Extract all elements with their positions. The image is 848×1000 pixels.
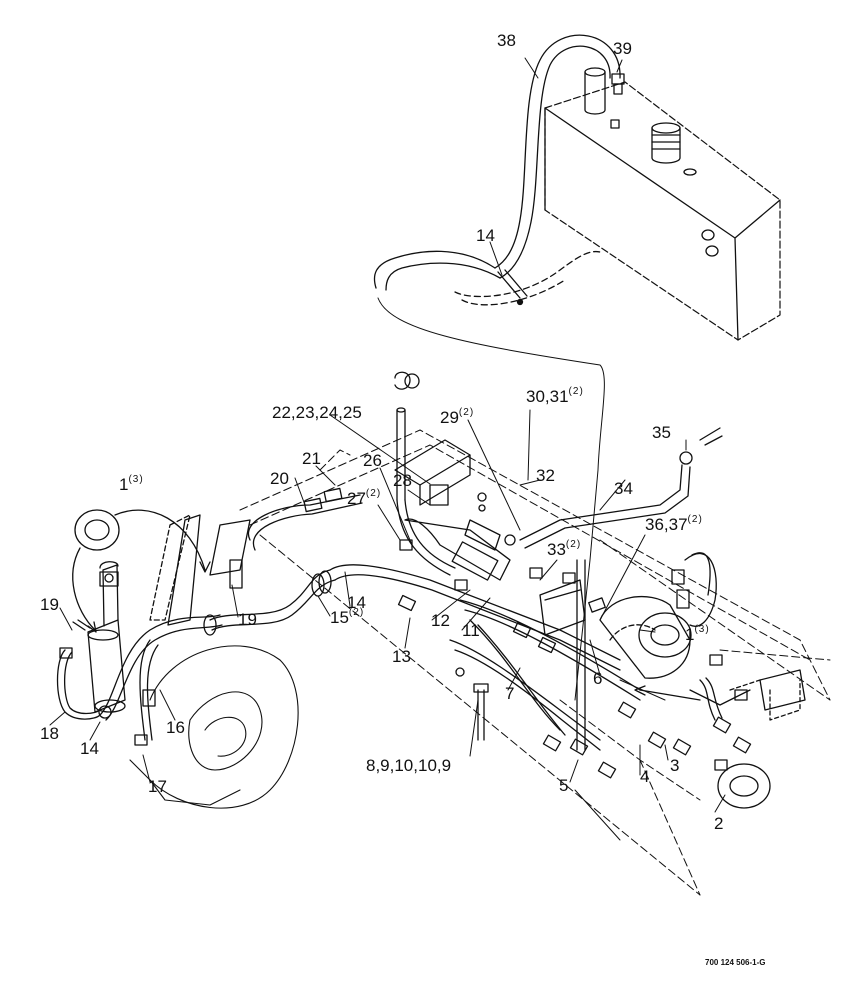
- callout-1-left: 1(3): [119, 474, 144, 494]
- hose-fittings: [303, 487, 692, 779]
- callout-6: 6: [593, 669, 603, 688]
- callout-4: 4: [640, 767, 650, 786]
- wheel-outline: [129, 645, 299, 809]
- callout-19-right: 19: [238, 610, 257, 629]
- callout-33: 33(2): [547, 539, 582, 559]
- callout-15: 15(2): [330, 607, 365, 627]
- hydraulic-cylinder: [87, 561, 126, 719]
- callout-35: 35: [652, 423, 671, 442]
- callout-8-9-10: 8,9,10,10,9: [366, 756, 452, 775]
- callout-14-bottom: 14: [80, 739, 99, 758]
- fitting-39: [611, 73, 625, 95]
- valve-manifold: [394, 439, 586, 636]
- callout-3: 3: [670, 756, 680, 775]
- callout-39: 39: [613, 39, 632, 58]
- callout-20: 20: [270, 469, 289, 488]
- callout-28: 28: [393, 471, 412, 490]
- cylinder-upper: [149, 514, 251, 626]
- frame-outline: [239, 429, 831, 896]
- callout-1-right: 1(3): [685, 624, 710, 644]
- callout-34: 34: [614, 479, 633, 498]
- motor-assembly: [599, 552, 717, 679]
- seal-ring-callouts: [72, 509, 771, 809]
- reservoir-tank: [544, 67, 781, 341]
- callout-36-37: 36,37(2): [645, 514, 703, 534]
- callout-12: 12: [431, 611, 450, 630]
- leader-lines: [49, 57, 726, 813]
- callout-7: 7: [505, 684, 515, 703]
- callout-14-top: 14: [476, 226, 495, 245]
- callout-27: 27(2): [347, 488, 382, 508]
- hose-bundle: [209, 494, 641, 751]
- callout-29: 29(2): [440, 407, 475, 427]
- return-hose-38: [373, 34, 621, 306]
- callout-30-31: 30,31(2): [526, 386, 584, 406]
- callout-32: 32: [536, 466, 555, 485]
- callout-19-left: 19: [40, 595, 59, 614]
- drawing-number: 700 124 506-1-G: [705, 958, 766, 967]
- callout-18: 18: [40, 724, 59, 743]
- callout-5: 5: [559, 776, 569, 795]
- callout-17: 17: [148, 777, 167, 796]
- callout-38: 38: [497, 31, 516, 50]
- callout-21: 21: [302, 449, 321, 468]
- callout-14-mid: 14: [347, 593, 366, 612]
- callout-11: 11: [462, 621, 480, 640]
- callout-22-25: 22,23,24,25: [272, 403, 362, 422]
- right-fittings: [689, 654, 806, 771]
- callout-26: 26: [363, 451, 382, 470]
- callout-16: 16: [166, 718, 185, 737]
- callout-13: 13: [392, 647, 411, 666]
- callout-2: 2: [714, 814, 724, 833]
